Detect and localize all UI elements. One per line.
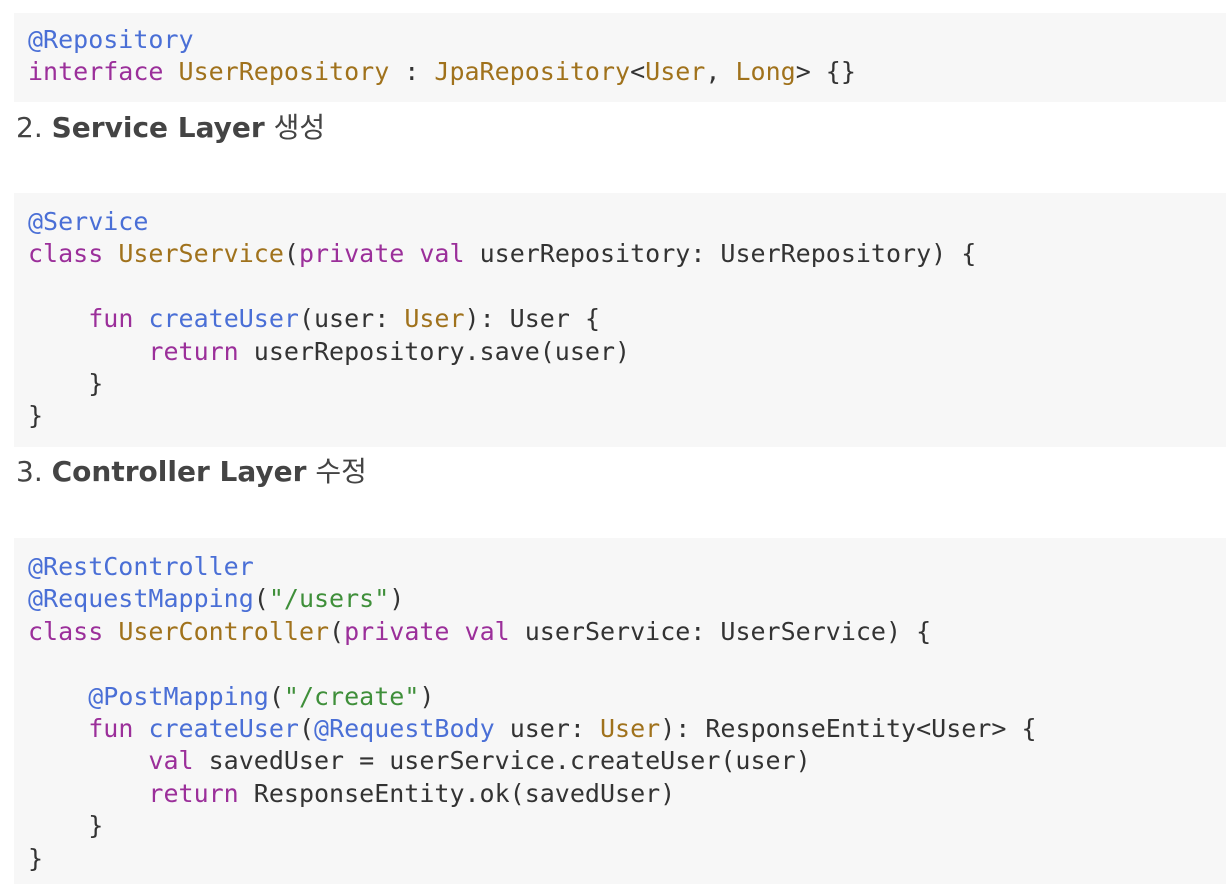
code-token: (user: bbox=[298, 304, 405, 334]
code-token: > {} bbox=[795, 57, 856, 87]
code-line: } bbox=[28, 368, 1226, 400]
code-line: @RequestMapping("/users") bbox=[28, 583, 1226, 615]
code-token: userService: UserService) { bbox=[509, 616, 932, 646]
code-token: userRepository: UserRepository) { bbox=[464, 239, 977, 269]
code-token: Long bbox=[735, 57, 796, 87]
code-line: @Service bbox=[28, 206, 1226, 238]
code-token bbox=[28, 779, 148, 808]
code-token: } bbox=[28, 401, 44, 431]
code-line: interface UserRepository : JpaRepository… bbox=[28, 56, 1226, 88]
code-token: @Repository bbox=[28, 25, 194, 54]
code-token: : bbox=[389, 57, 435, 87]
code-line: fun createUser(user: User): User { bbox=[28, 303, 1226, 335]
code-token bbox=[103, 239, 118, 268]
code-token: ( bbox=[253, 584, 269, 614]
code-token: ResponseEntity.ok(savedUser) bbox=[238, 778, 676, 808]
code-token: fun bbox=[88, 713, 134, 743]
section-heading-service-layer: 2. Service Layer 생성 bbox=[16, 110, 325, 146]
code-token: "/create" bbox=[283, 681, 420, 711]
heading-title: Service Layer bbox=[51, 111, 265, 144]
code-line: return userRepository.save(user) bbox=[28, 336, 1226, 368]
code-line: class UserController(private val userSer… bbox=[28, 616, 1226, 648]
code-token bbox=[28, 714, 88, 743]
code-token: @RestController bbox=[28, 552, 254, 581]
code-token: ( bbox=[329, 616, 345, 646]
code-line: val savedUser = userService.createUser(u… bbox=[28, 745, 1226, 777]
section-heading-controller-layer: 3. Controller Layer 수정 bbox=[16, 454, 367, 490]
code-token: , bbox=[705, 57, 736, 87]
code-token: user: bbox=[494, 713, 600, 743]
code-token: savedUser = userService.createUser(user) bbox=[193, 746, 811, 776]
code-token: private val bbox=[298, 239, 465, 269]
code-token: interface bbox=[28, 57, 164, 87]
code-token: return bbox=[148, 336, 239, 366]
code-token: createUser bbox=[148, 713, 299, 743]
code-token: @RequestMapping bbox=[28, 584, 254, 614]
code-line: } bbox=[28, 400, 1226, 432]
heading-suffix: 수정 bbox=[315, 455, 367, 488]
heading-number: 2. bbox=[16, 111, 43, 144]
code-token: private val bbox=[344, 616, 510, 646]
code-token: createUser bbox=[148, 304, 299, 334]
code-token: User bbox=[600, 713, 661, 743]
code-token: } bbox=[28, 368, 104, 398]
code-line: return ResponseEntity.ok(savedUser) bbox=[28, 778, 1226, 810]
code-line: @RestController bbox=[28, 551, 1226, 583]
code-token: val bbox=[148, 746, 194, 776]
code-token: JpaRepository bbox=[434, 57, 631, 87]
code-token: } bbox=[28, 843, 44, 873]
code-token: UserService bbox=[118, 239, 284, 269]
code-token: userRepository.save(user) bbox=[238, 336, 631, 366]
code-token bbox=[163, 57, 178, 86]
code-line: fun createUser(@RequestBody user: User):… bbox=[28, 713, 1226, 745]
code-line: } bbox=[28, 843, 1226, 875]
heading-number: 3. bbox=[16, 455, 43, 488]
code-token bbox=[133, 304, 148, 333]
code-token: User bbox=[645, 57, 706, 87]
code-token: return bbox=[148, 778, 239, 808]
code-token: ): User { bbox=[464, 304, 600, 334]
code-line: } bbox=[28, 810, 1226, 842]
code-token: @RequestBody bbox=[314, 713, 495, 743]
code-token bbox=[28, 304, 88, 333]
code-line: @Repository bbox=[28, 24, 1226, 56]
code-token: class bbox=[28, 239, 104, 269]
code-token: class bbox=[28, 616, 104, 646]
code-token: @PostMapping bbox=[88, 681, 269, 711]
code-token: ) bbox=[419, 681, 435, 711]
code-token: ( bbox=[283, 239, 299, 269]
code-token bbox=[103, 617, 118, 646]
code-token: "/users" bbox=[268, 584, 390, 614]
code-token: UserController bbox=[118, 616, 330, 646]
code-token: ( bbox=[268, 681, 284, 711]
code-line bbox=[28, 271, 1226, 303]
code-token: ( bbox=[298, 713, 315, 743]
code-token bbox=[133, 714, 148, 743]
code-line: class UserService(private val userReposi… bbox=[28, 238, 1226, 270]
code-token: ) bbox=[389, 584, 405, 614]
code-token: ): ResponseEntity<User> { bbox=[660, 713, 1037, 743]
heading-title: Controller Layer bbox=[51, 455, 307, 488]
code-token bbox=[28, 682, 88, 711]
code-block-controller: @RestController@RequestMapping("/users")… bbox=[14, 538, 1226, 884]
code-token bbox=[28, 337, 148, 366]
code-token: @Service bbox=[28, 207, 149, 236]
code-token: } bbox=[28, 811, 104, 841]
code-token: UserRepository bbox=[178, 57, 390, 87]
code-line: @PostMapping("/create") bbox=[28, 681, 1226, 713]
heading-suffix: 생성 bbox=[273, 111, 326, 144]
code-token: fun bbox=[88, 304, 134, 334]
code-token: < bbox=[630, 57, 646, 87]
code-line bbox=[28, 648, 1226, 680]
code-token bbox=[28, 746, 148, 775]
code-token: User bbox=[404, 304, 465, 334]
